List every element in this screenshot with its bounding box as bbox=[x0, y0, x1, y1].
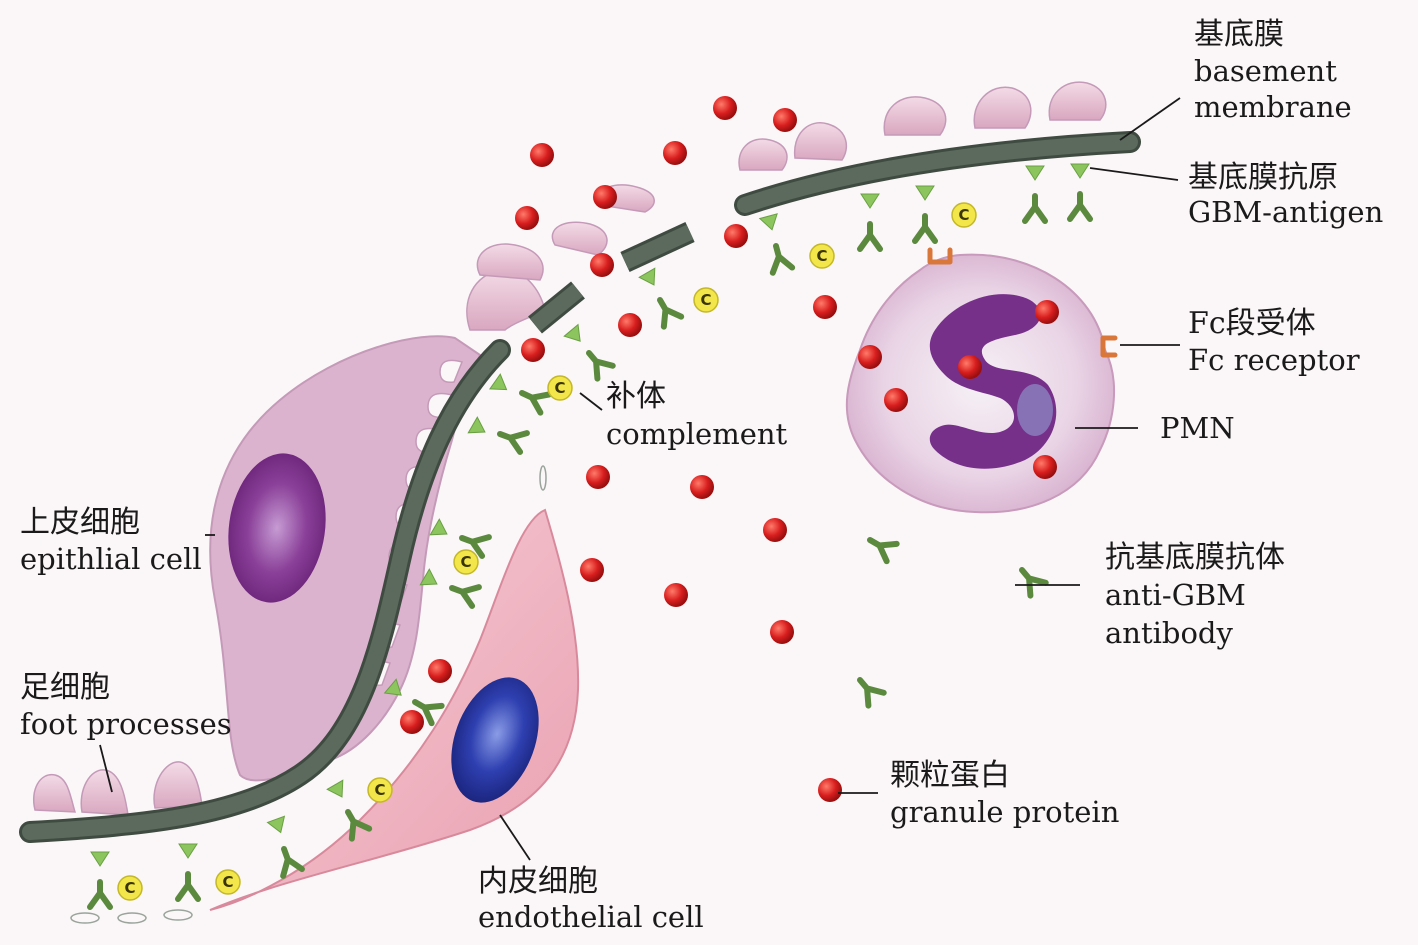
svg-text:C: C bbox=[816, 247, 827, 265]
epithelial-nucleus bbox=[228, 453, 326, 603]
label-pmn: PMN bbox=[1160, 411, 1235, 445]
leader-lines bbox=[99, 97, 1181, 861]
svg-text:C: C bbox=[374, 781, 385, 799]
svg-text:epithlial cell: epithlial cell bbox=[20, 542, 202, 576]
svg-text:补体: 补体 bbox=[606, 379, 666, 414]
svg-text:颗粒蛋白: 颗粒蛋白 bbox=[890, 758, 1010, 793]
svg-text:C: C bbox=[222, 873, 233, 891]
svg-text:抗基底膜抗体: 抗基底膜抗体 bbox=[1105, 540, 1285, 575]
svg-text:基底膜抗原: 基底膜抗原 bbox=[1188, 160, 1338, 195]
svg-text:endothelial cell: endothelial cell bbox=[478, 900, 704, 934]
svg-text:PMN: PMN bbox=[1160, 411, 1235, 445]
basement-membrane-fragments bbox=[528, 131, 1141, 334]
svg-text:C: C bbox=[700, 291, 711, 309]
pmn-nucleus-highlight bbox=[1017, 384, 1053, 436]
svg-text:足细胞: 足细胞 bbox=[20, 670, 110, 705]
label-anti-gbm-antibody: 抗基底膜抗体 anti-GBM antibody bbox=[1105, 540, 1285, 650]
label-epithelial-cell: 上皮细胞 epithlial cell bbox=[20, 505, 202, 576]
svg-text:foot processes: foot processes bbox=[20, 707, 232, 741]
endothelial-nucleus bbox=[451, 677, 539, 803]
granule-proteins bbox=[400, 96, 1059, 802]
svg-text:Fc段受体: Fc段受体 bbox=[1188, 306, 1316, 341]
svg-text:C: C bbox=[460, 553, 471, 571]
svg-text:complement: complement bbox=[606, 417, 788, 451]
svg-text:GBM-antigen: GBM-antigen bbox=[1188, 195, 1383, 229]
svg-text:内皮细胞: 内皮细胞 bbox=[478, 864, 598, 899]
svg-text:C: C bbox=[124, 879, 135, 897]
cell-debris bbox=[70, 465, 547, 924]
complement-markers: C C C C C C C C bbox=[117, 202, 977, 901]
svg-text:上皮细胞: 上皮细胞 bbox=[20, 505, 140, 540]
label-foot-processes: 足细胞 foot processes bbox=[20, 670, 232, 741]
svg-text:C: C bbox=[958, 206, 969, 224]
label-gbm-antigen: 基底膜抗原 GBM-antigen bbox=[1188, 160, 1383, 229]
svg-text:Fc receptor: Fc receptor bbox=[1188, 343, 1360, 377]
label-endothelial-cell: 内皮细胞 endothelial cell bbox=[478, 864, 704, 934]
label-granule-protein: 颗粒蛋白 granule protein bbox=[890, 758, 1119, 829]
svg-text:C: C bbox=[554, 379, 565, 397]
label-fc-receptor: Fc段受体 Fc receptor bbox=[1188, 306, 1360, 377]
svg-text:基底膜: 基底膜 bbox=[1194, 17, 1284, 52]
svg-text:anti-GBM: anti-GBM bbox=[1105, 578, 1246, 612]
label-basement-membrane: 基底膜 basement membrane bbox=[1194, 17, 1352, 124]
label-complement: 补体 complement bbox=[606, 379, 788, 451]
svg-text:membrane: membrane bbox=[1194, 90, 1352, 124]
fc-receptors bbox=[927, 247, 1118, 358]
svg-text:granule protein: granule protein bbox=[890, 795, 1119, 829]
endothelial-cell bbox=[209, 508, 580, 911]
foot-processes-bottom bbox=[33, 761, 203, 816]
svg-text:basement: basement bbox=[1194, 54, 1337, 88]
foot-processes-top bbox=[466, 81, 1107, 331]
svg-text:antibody: antibody bbox=[1105, 616, 1233, 650]
